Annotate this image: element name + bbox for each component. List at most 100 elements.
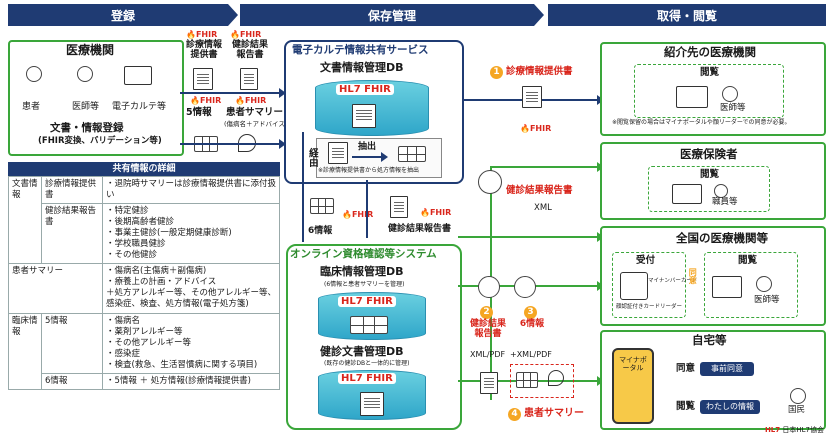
smartphone-icon: [612, 348, 654, 424]
cell-checkup-text: ・特定健診 ・後期高齢者健診 ・事業主健診(一般定期健康診断) ・学校職員健診 …: [102, 203, 280, 265]
insurer-role: 職員等: [712, 197, 738, 207]
home-view: 閲覧: [676, 401, 696, 412]
insurer-view: 閲覧: [700, 169, 720, 180]
document-db-title: 文書情報管理DB: [320, 61, 404, 74]
nationwide-monitor-icon: [712, 276, 742, 298]
referral-dest-view: 閲覧: [700, 67, 720, 78]
extract-label: 抽出: [358, 142, 377, 152]
referral-envelope-icon: [522, 86, 542, 108]
checkup-db-title: 健診文書管理DB: [320, 345, 404, 358]
insurer-inner: [648, 166, 770, 212]
role-patient: 患者: [22, 102, 41, 112]
nationwide-reception-inner: [612, 252, 686, 318]
referral-dest-note: ※閲覧保留の場合はマイナポータルや顔リーダーでの同意が必要。: [612, 119, 791, 126]
fhir-label-mid1: FHIR: [342, 210, 373, 219]
extract-envelope-icon: [328, 142, 348, 164]
info6-table-icon: [310, 198, 334, 214]
fhir-label-1: FHIR: [186, 30, 217, 39]
cell-summary: 患者サマリー: [8, 263, 103, 314]
extract-table-icon: [398, 146, 426, 162]
header-retrieve: 取得・閲覧: [548, 4, 826, 26]
label-checkup-1: 健診結果報告書: [231, 40, 268, 61]
home-document-icon: [480, 372, 498, 394]
citizen-icon: [790, 388, 806, 404]
checkup-db-hl7-label: HL7 FHIR: [338, 373, 396, 384]
arrow-nationwide: [458, 232, 604, 242]
home-my-info-button[interactable]: わたしの情報: [700, 400, 760, 414]
cell-checkup: 健診結果報告書: [41, 203, 103, 265]
clinical-db-title: 臨床情報管理DB: [320, 265, 404, 278]
clinical-db-hl7-label: HL7 FHIR: [338, 296, 396, 307]
referral-dest-title: 紹介先の医療機関: [664, 45, 756, 59]
insurer-title: 医療保険者: [680, 147, 738, 161]
checkup-db-sub: (既存の健診DBと一体的に管理): [324, 360, 410, 367]
mid-arrow: [366, 180, 368, 238]
doctor-icon: [77, 66, 93, 82]
role-ehr: 電子カルテ等: [112, 102, 167, 112]
document-registration: 文書・情報登録: [50, 122, 124, 134]
cell-referral: 診療情報提供書: [41, 175, 103, 205]
document-db-hl7-label: HL7 FHIR: [336, 84, 394, 95]
fhir-label-right: FHIR: [520, 124, 551, 133]
footer-credit: HL7 日本HL7協会: [764, 426, 824, 434]
extract-arrow: [352, 152, 388, 162]
home-consent-button[interactable]: 事前同意: [700, 362, 754, 376]
flow-n3-format: +XML/PDF: [510, 350, 552, 359]
cell-summary-text: ・傷病名(主傷病＋副傷病) ・療養上の計画・アドバイス ＋処方アレルギー等、その…: [102, 263, 280, 314]
cell-doc-info: 文書情報: [8, 175, 42, 265]
label-patient-summary: 患者サマリー: [226, 107, 284, 118]
envelope-icon: [193, 68, 213, 90]
cell-info6: 6情報: [41, 372, 103, 390]
fhir-label-4: FHIR: [235, 96, 266, 105]
header-storage: 保存管理: [240, 4, 544, 26]
nationwide-role: 医師等: [754, 295, 780, 305]
home-table-icon: [516, 372, 538, 388]
flow-n2: 2 健診結果 報告書: [469, 306, 506, 340]
arrow-insurer: [490, 162, 604, 172]
medical-institution-box: [8, 40, 184, 156]
document-registration-sub: (FHIR変換、バリデーション等): [38, 136, 162, 146]
label-referral-1: 診療情報提供書: [185, 40, 222, 61]
insurer-staff-icon: [714, 184, 728, 198]
home-consent: 同意: [676, 363, 696, 374]
label-info6-mid: 6情報: [308, 226, 333, 236]
flow-n2-format: XML/PDF: [470, 350, 506, 359]
label-info5: 5情報: [186, 107, 212, 118]
n3-circle: [514, 276, 536, 298]
nationwide-reception: 受付: [636, 255, 656, 266]
nationwide-card: マイナンバーカード: [648, 278, 698, 284]
referral-dest-doctor-icon: [722, 86, 738, 102]
cell-clinical: 臨床情報: [8, 312, 42, 390]
fhir-label-mid2: FHIR: [420, 208, 451, 217]
share-table: 文書情報 診療情報提供書 ・退院時サマリーは診療情報提供書に添付扱い 健診結果報…: [8, 175, 280, 390]
referral-dest-role: 医師等: [720, 103, 746, 113]
nationwide-view-inner: [704, 252, 798, 318]
nationwide-view: 閲覧: [738, 255, 758, 266]
share-table-title-bar: 共有情報の詳細: [8, 162, 280, 176]
via-label: 経由: [306, 148, 318, 167]
ehr-service-title: 電子カルテ情報共有サービス: [292, 44, 429, 56]
role-doctor: 医師等: [72, 102, 100, 112]
nationwide-reader: 顔認証付きカードリーダー: [616, 304, 683, 310]
document-icon: [240, 68, 258, 90]
arrow-register-bottom: [180, 139, 286, 149]
insurer-box: [600, 142, 826, 220]
patient-summary-dashed-box: [510, 364, 574, 398]
label-checkup-mid: 健診結果報告書: [388, 224, 452, 234]
home-title: 自宅等: [692, 333, 727, 347]
referral-dest-inner: [634, 64, 784, 118]
flow-checkup: 健診結果報告書: [506, 185, 573, 196]
home-citizen: 国民: [788, 405, 806, 415]
cell-info5-text: ・傷病名 ・薬剤アレルギー等 ・その他アレルギー等 ・感染症 ・検査(救急、生活…: [102, 312, 280, 374]
arrow-register-top: [180, 88, 286, 98]
home-stethoscope-icon: [548, 370, 564, 386]
n2-circle: [478, 276, 500, 298]
nationwide-consent: 同意: [688, 268, 698, 284]
patient-icon: [26, 66, 42, 82]
checkup-db-document-icon: [360, 392, 384, 416]
home-portal: マイナポータル: [619, 356, 647, 373]
header-register: 登録: [8, 4, 238, 26]
via-line: [302, 132, 304, 242]
